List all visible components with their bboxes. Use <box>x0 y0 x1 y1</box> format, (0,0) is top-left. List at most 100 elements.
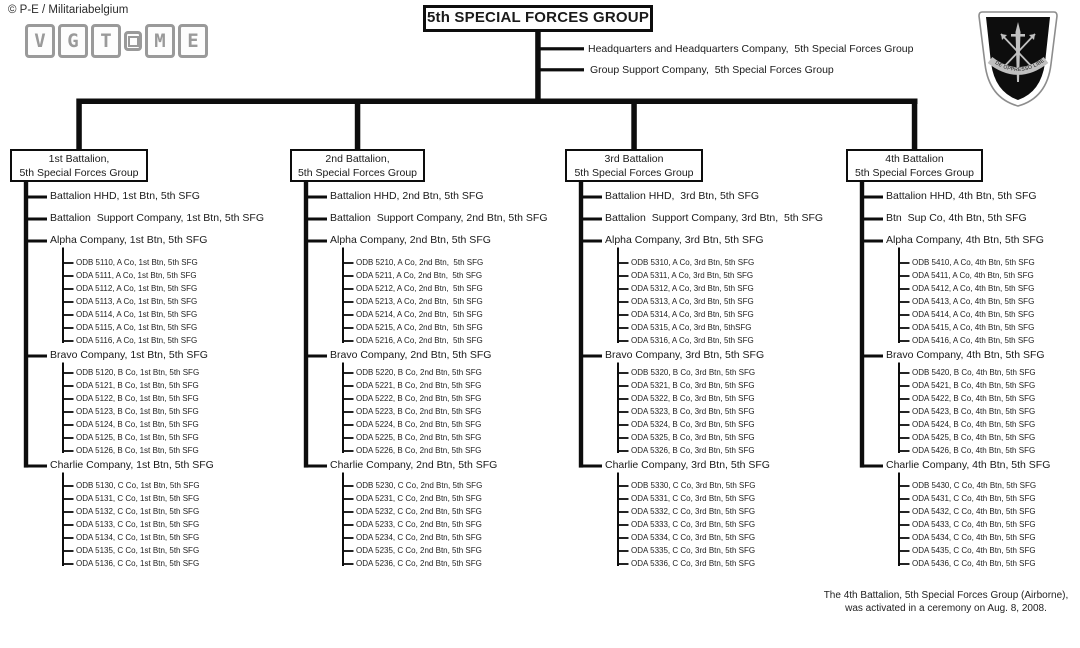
team-tick-line <box>617 301 629 303</box>
team-tick-line <box>617 314 629 316</box>
company-label: Charlie Company, 2nd Btn, 5th SFG <box>330 459 498 471</box>
team-spine-line <box>62 362 64 453</box>
team-label: ODB 5120, B Co, 1st Btn, 5th SFG <box>76 368 200 377</box>
team-tick-line <box>342 385 354 387</box>
team-label: ODA 5331, C Co, 3rd Btn, 5th SFG <box>631 494 756 503</box>
team-tick-line <box>342 314 354 316</box>
unit-tick-line <box>862 217 883 221</box>
team-tick-line <box>62 498 74 500</box>
team-label: ODA 5423, B Co, 4th Btn, 5th SFG <box>912 407 1036 416</box>
team-tick-line <box>62 411 74 413</box>
team-label: ODA 5322, B Co, 3rd Btn, 5th SFG <box>631 394 755 403</box>
team-tick-line <box>898 450 910 452</box>
logo-letter-e: E <box>178 24 208 58</box>
team-tick-line <box>342 262 354 264</box>
team-label: ODA 5323, B Co, 3rd Btn, 5th SFG <box>631 407 755 416</box>
team-tick-line <box>617 275 629 277</box>
team-label: ODA 5411, A Co, 4th Btn, 5th SFG <box>912 271 1034 280</box>
team-tick-line <box>342 511 354 513</box>
unit-tick-line <box>306 195 327 199</box>
team-label: ODB 5220, B Co, 2nd Btn, 5th SFG <box>356 368 482 377</box>
team-label: ODA 5112, A Co, 1st Btn, 5th SFG <box>76 284 198 293</box>
team-tick-line <box>62 524 74 526</box>
battalion-unit-label: Btn Sup Co, 4th Btn, 5th SFG <box>886 212 1027 224</box>
team-tick-line <box>342 372 354 374</box>
team-tick-line <box>62 424 74 426</box>
team-tick-line <box>898 398 910 400</box>
unit-tick-line <box>862 195 883 199</box>
team-label: ODA 5434, C Co, 4th Btn, 5th SFG <box>912 533 1036 542</box>
team-tick-line <box>342 340 354 342</box>
company-tick-line <box>26 354 47 358</box>
team-label: ODA 5111, A Co, 1st Btn, 5th SFG <box>76 271 197 280</box>
logo-letter-t: T <box>91 24 121 58</box>
team-tick-line <box>342 563 354 565</box>
team-label: ODB 5310, A Co, 3rd Btn, 5th SFG <box>631 258 755 267</box>
battalion-unit-label: Battalion Support Company, 3rd Btn, 5th … <box>605 212 824 224</box>
team-tick-line <box>617 372 629 374</box>
motto-ribbon <box>987 56 1049 75</box>
team-tick-line <box>62 550 74 552</box>
team-label: ODA 5321, B Co, 3rd Btn, 5th SFG <box>631 381 755 390</box>
team-spine-line <box>617 247 619 343</box>
team-label: ODA 5424, B Co, 4th Btn, 5th SFG <box>912 420 1036 429</box>
team-tick-line <box>342 450 354 452</box>
team-tick-line <box>342 424 354 426</box>
team-tick-line <box>62 314 74 316</box>
team-tick-line <box>617 563 629 565</box>
unit-tick-line <box>306 217 327 221</box>
team-label: ODA 5224, B Co, 2nd Btn, 5th SFG <box>356 420 482 429</box>
battalion-spine-line <box>859 181 865 468</box>
company-label: Charlie Company, 1st Btn, 5th SFG <box>50 459 214 471</box>
company-tick-line <box>26 239 47 243</box>
team-tick-line <box>898 511 910 513</box>
team-spine-line <box>898 247 900 343</box>
battalion-box-line2: 5th Special Forces Group <box>574 167 694 179</box>
team-label: ODA 5113, A Co, 1st Btn, 5th SFG <box>76 297 198 306</box>
company-tick-line <box>581 354 602 358</box>
team-label: ODA 5114, A Co, 1st Btn, 5th SFG <box>76 310 198 319</box>
company-tick-line <box>306 354 327 358</box>
battalion-box-line1: 1st Battalion, <box>48 153 110 165</box>
team-tick-line <box>898 524 910 526</box>
battalion-spine-line <box>578 181 584 468</box>
team-tick-line <box>62 450 74 452</box>
team-tick-line <box>898 485 910 487</box>
team-label: ODA 5335, C Co, 3rd Btn, 5th SFG <box>631 546 756 555</box>
team-label: ODA 5124, B Co, 1st Btn, 5th SFG <box>76 420 199 429</box>
team-label: ODA 5315, A Co, 3rd Btn, 5thSFG <box>631 323 752 332</box>
team-tick-line <box>617 511 629 513</box>
company-label: Alpha Company, 3rd Btn, 5th SFG <box>605 234 764 246</box>
team-label: ODA 5216, A Co, 2nd Btn, 5th SFG <box>356 336 483 345</box>
dagger-icon <box>1011 22 1025 82</box>
team-label: ODA 5225, B Co, 2nd Btn, 5th SFG <box>356 433 482 442</box>
team-label: ODA 5316, A Co, 3rd Btn, 5th SFG <box>631 336 754 345</box>
team-spine-line <box>342 247 344 343</box>
team-label: ODA 5136, C Co, 1st Btn, 5th SFG <box>76 559 200 568</box>
battalion-drop-line-1 <box>76 98 82 149</box>
copyright-text: © P-E / Militariabelgium <box>8 4 129 16</box>
team-tick-line <box>62 511 74 513</box>
logo-letter-g: G <box>58 24 88 58</box>
company-label: Bravo Company, 1st Btn, 5th SFG <box>50 349 208 361</box>
team-label: ODA 5211, A Co, 2nd Btn, 5th SFG <box>356 271 483 280</box>
team-label: ODA 5326, B Co, 3rd Btn, 5th SFG <box>631 446 755 455</box>
team-tick-line <box>62 398 74 400</box>
team-label: ODA 5214, A Co, 2nd Btn, 5th SFG <box>356 310 483 319</box>
team-tick-line <box>62 537 74 539</box>
team-label: ODA 5221, B Co, 2nd Btn, 5th SFG <box>356 381 482 390</box>
battalion-spine-line <box>23 181 29 468</box>
team-label: ODB 5210, A Co, 2nd Btn, 5th SFG <box>356 258 484 267</box>
battalion-box-line2: 5th Special Forces Group <box>854 167 975 179</box>
company-tick-line <box>26 464 47 468</box>
team-label: ODA 5126, B Co, 1st Btn, 5th SFG <box>76 446 199 455</box>
team-tick-line <box>342 288 354 290</box>
logo-letter-i <box>124 31 142 51</box>
team-label: ODB 5230, C Co, 2nd Btn, 5th SFG <box>356 481 483 490</box>
team-label: ODA 5123, B Co, 1st Btn, 5th SFG <box>76 407 199 416</box>
team-spine-line <box>898 472 900 566</box>
group-unit-gsc-label: Group Support Company, 5th Special Force… <box>590 64 834 76</box>
unit-tick-line <box>26 195 47 199</box>
team-label: ODA 5334, C Co, 3rd Btn, 5th SFG <box>631 533 756 542</box>
